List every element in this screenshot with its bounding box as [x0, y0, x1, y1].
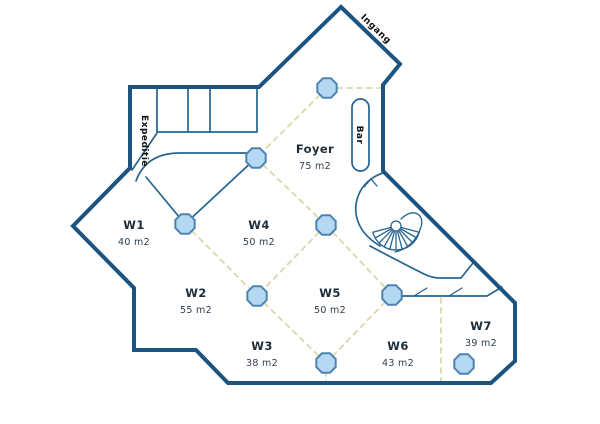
node-marker[interactable] [381, 284, 403, 306]
dash-segment [325, 294, 393, 364]
room-w5-area: 50 m2 [314, 305, 346, 316]
grid-dashed-lines [184, 87, 442, 383]
building-outline [70, 4, 517, 385]
room-nodes [174, 77, 475, 375]
dash-segment [256, 295, 327, 364]
node-marker[interactable] [246, 285, 268, 307]
room-w3-name: W3 [251, 339, 273, 353]
room-w4-name: W4 [248, 218, 270, 232]
dash-segment [256, 224, 327, 297]
expedition-bays [131, 87, 258, 171]
door-swing-marks [413, 287, 463, 297]
foyer-wall [184, 157, 257, 225]
room-w2-area: 55 m2 [180, 305, 212, 316]
node-marker[interactable] [245, 147, 267, 169]
w6-top-wall [391, 286, 503, 297]
dash-segment [255, 157, 327, 226]
foyer-area: 75 m2 [299, 161, 331, 172]
dash-segment [255, 87, 328, 159]
room-w7-name: W7 [470, 319, 492, 333]
room-w5-name: W5 [319, 286, 341, 300]
direction-arrow-icon [363, 178, 378, 188]
bar-label: Bar [354, 126, 364, 145]
spiral-staircase-icon [372, 212, 423, 253]
foyer-name: Foyer [296, 142, 334, 156]
room-w1-area: 40 m2 [118, 237, 150, 248]
labels: Ingang Expeditie Bar Foyer 75 m2 W1 40 m… [118, 13, 497, 369]
node-marker[interactable] [315, 352, 337, 374]
stair-enclosure-wall [354, 172, 384, 247]
node-marker[interactable] [174, 213, 196, 235]
room-w4-area: 50 m2 [243, 237, 275, 248]
dash-segment [325, 224, 393, 296]
right-corridor-wall [369, 245, 474, 279]
dash-segment [184, 223, 258, 297]
node-marker[interactable] [453, 353, 475, 375]
room-w6-area: 43 m2 [382, 358, 414, 369]
expedition-label: Expeditie [139, 115, 149, 167]
room-w2-name: W2 [185, 286, 207, 300]
node-marker[interactable] [315, 214, 337, 236]
interior-walls [131, 87, 503, 297]
node-marker[interactable] [316, 77, 338, 99]
corridor-curve [135, 152, 254, 182]
room-w3-area: 38 m2 [246, 358, 278, 369]
room-w1-name: W1 [123, 218, 145, 232]
room-w7-area: 39 m2 [465, 338, 497, 349]
bar-counter [351, 98, 370, 172]
room-w6-name: W6 [387, 339, 409, 353]
